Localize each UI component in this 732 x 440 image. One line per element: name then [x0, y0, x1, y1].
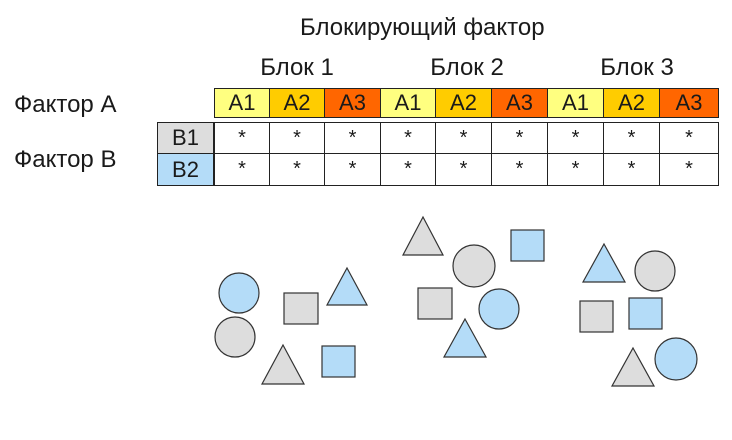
design-cell: *: [547, 122, 604, 154]
level-b-cell: B2: [157, 153, 214, 186]
block-label-3: Блок 3: [600, 54, 674, 81]
level-a-cell: A2: [435, 88, 492, 118]
design-cell: *: [547, 153, 604, 186]
blue-square-shape: [510, 229, 545, 262]
gray-circle-shape: [634, 250, 676, 292]
shape-group-3: [579, 242, 698, 387]
blue-square-shape: [321, 345, 356, 378]
level-a-cell: A3: [324, 88, 381, 118]
gray-triangle-shape: [260, 343, 306, 385]
blue-square-shape: [628, 297, 663, 330]
blue-circle-shape: [218, 272, 260, 314]
level-b-cell: B1: [157, 122, 214, 154]
level-a-cell: A3: [659, 88, 719, 118]
design-cell: *: [659, 153, 719, 186]
gray-square-shape: [417, 287, 453, 320]
gray-triangle-shape: [610, 346, 656, 387]
diagram-title: Блокирующий фактор: [300, 14, 545, 41]
design-cell: *: [214, 122, 270, 154]
factor-b-label: Фактор B: [14, 146, 117, 173]
factor-a-label: Фактор A: [14, 91, 117, 118]
design-cell: *: [214, 153, 270, 186]
design-cell: *: [269, 153, 325, 186]
design-cell: *: [491, 122, 548, 154]
level-a-cell: A1: [380, 88, 436, 118]
shape-group-2: [402, 215, 545, 358]
blue-circle-shape: [478, 288, 520, 330]
design-cell: *: [603, 122, 660, 154]
design-cell: *: [659, 122, 719, 154]
level-a-cell: A3: [491, 88, 548, 118]
shape-group-1: [214, 266, 369, 385]
block-label-1: Блок 1: [260, 54, 334, 81]
design-cell: *: [435, 153, 492, 186]
block-label-2: Блок 2: [430, 54, 504, 81]
blue-triangle-shape: [442, 317, 488, 358]
level-a-cell: A1: [214, 88, 270, 118]
blue-circle-shape: [654, 337, 698, 381]
gray-circle-shape: [214, 316, 256, 358]
level-a-cell: A1: [547, 88, 604, 118]
gray-triangle-shape: [402, 215, 444, 256]
gray-square-shape: [579, 300, 614, 333]
design-cell: *: [269, 122, 325, 154]
blue-triangle-shape: [581, 242, 627, 283]
blue-triangle-shape: [325, 266, 369, 306]
level-a-cell: A2: [603, 88, 660, 118]
design-cell: *: [603, 153, 660, 186]
design-cell: *: [324, 153, 381, 186]
design-cell: *: [380, 122, 436, 154]
gray-circle-shape: [452, 244, 496, 288]
gray-square-shape: [283, 292, 319, 325]
design-cell: *: [491, 153, 548, 186]
